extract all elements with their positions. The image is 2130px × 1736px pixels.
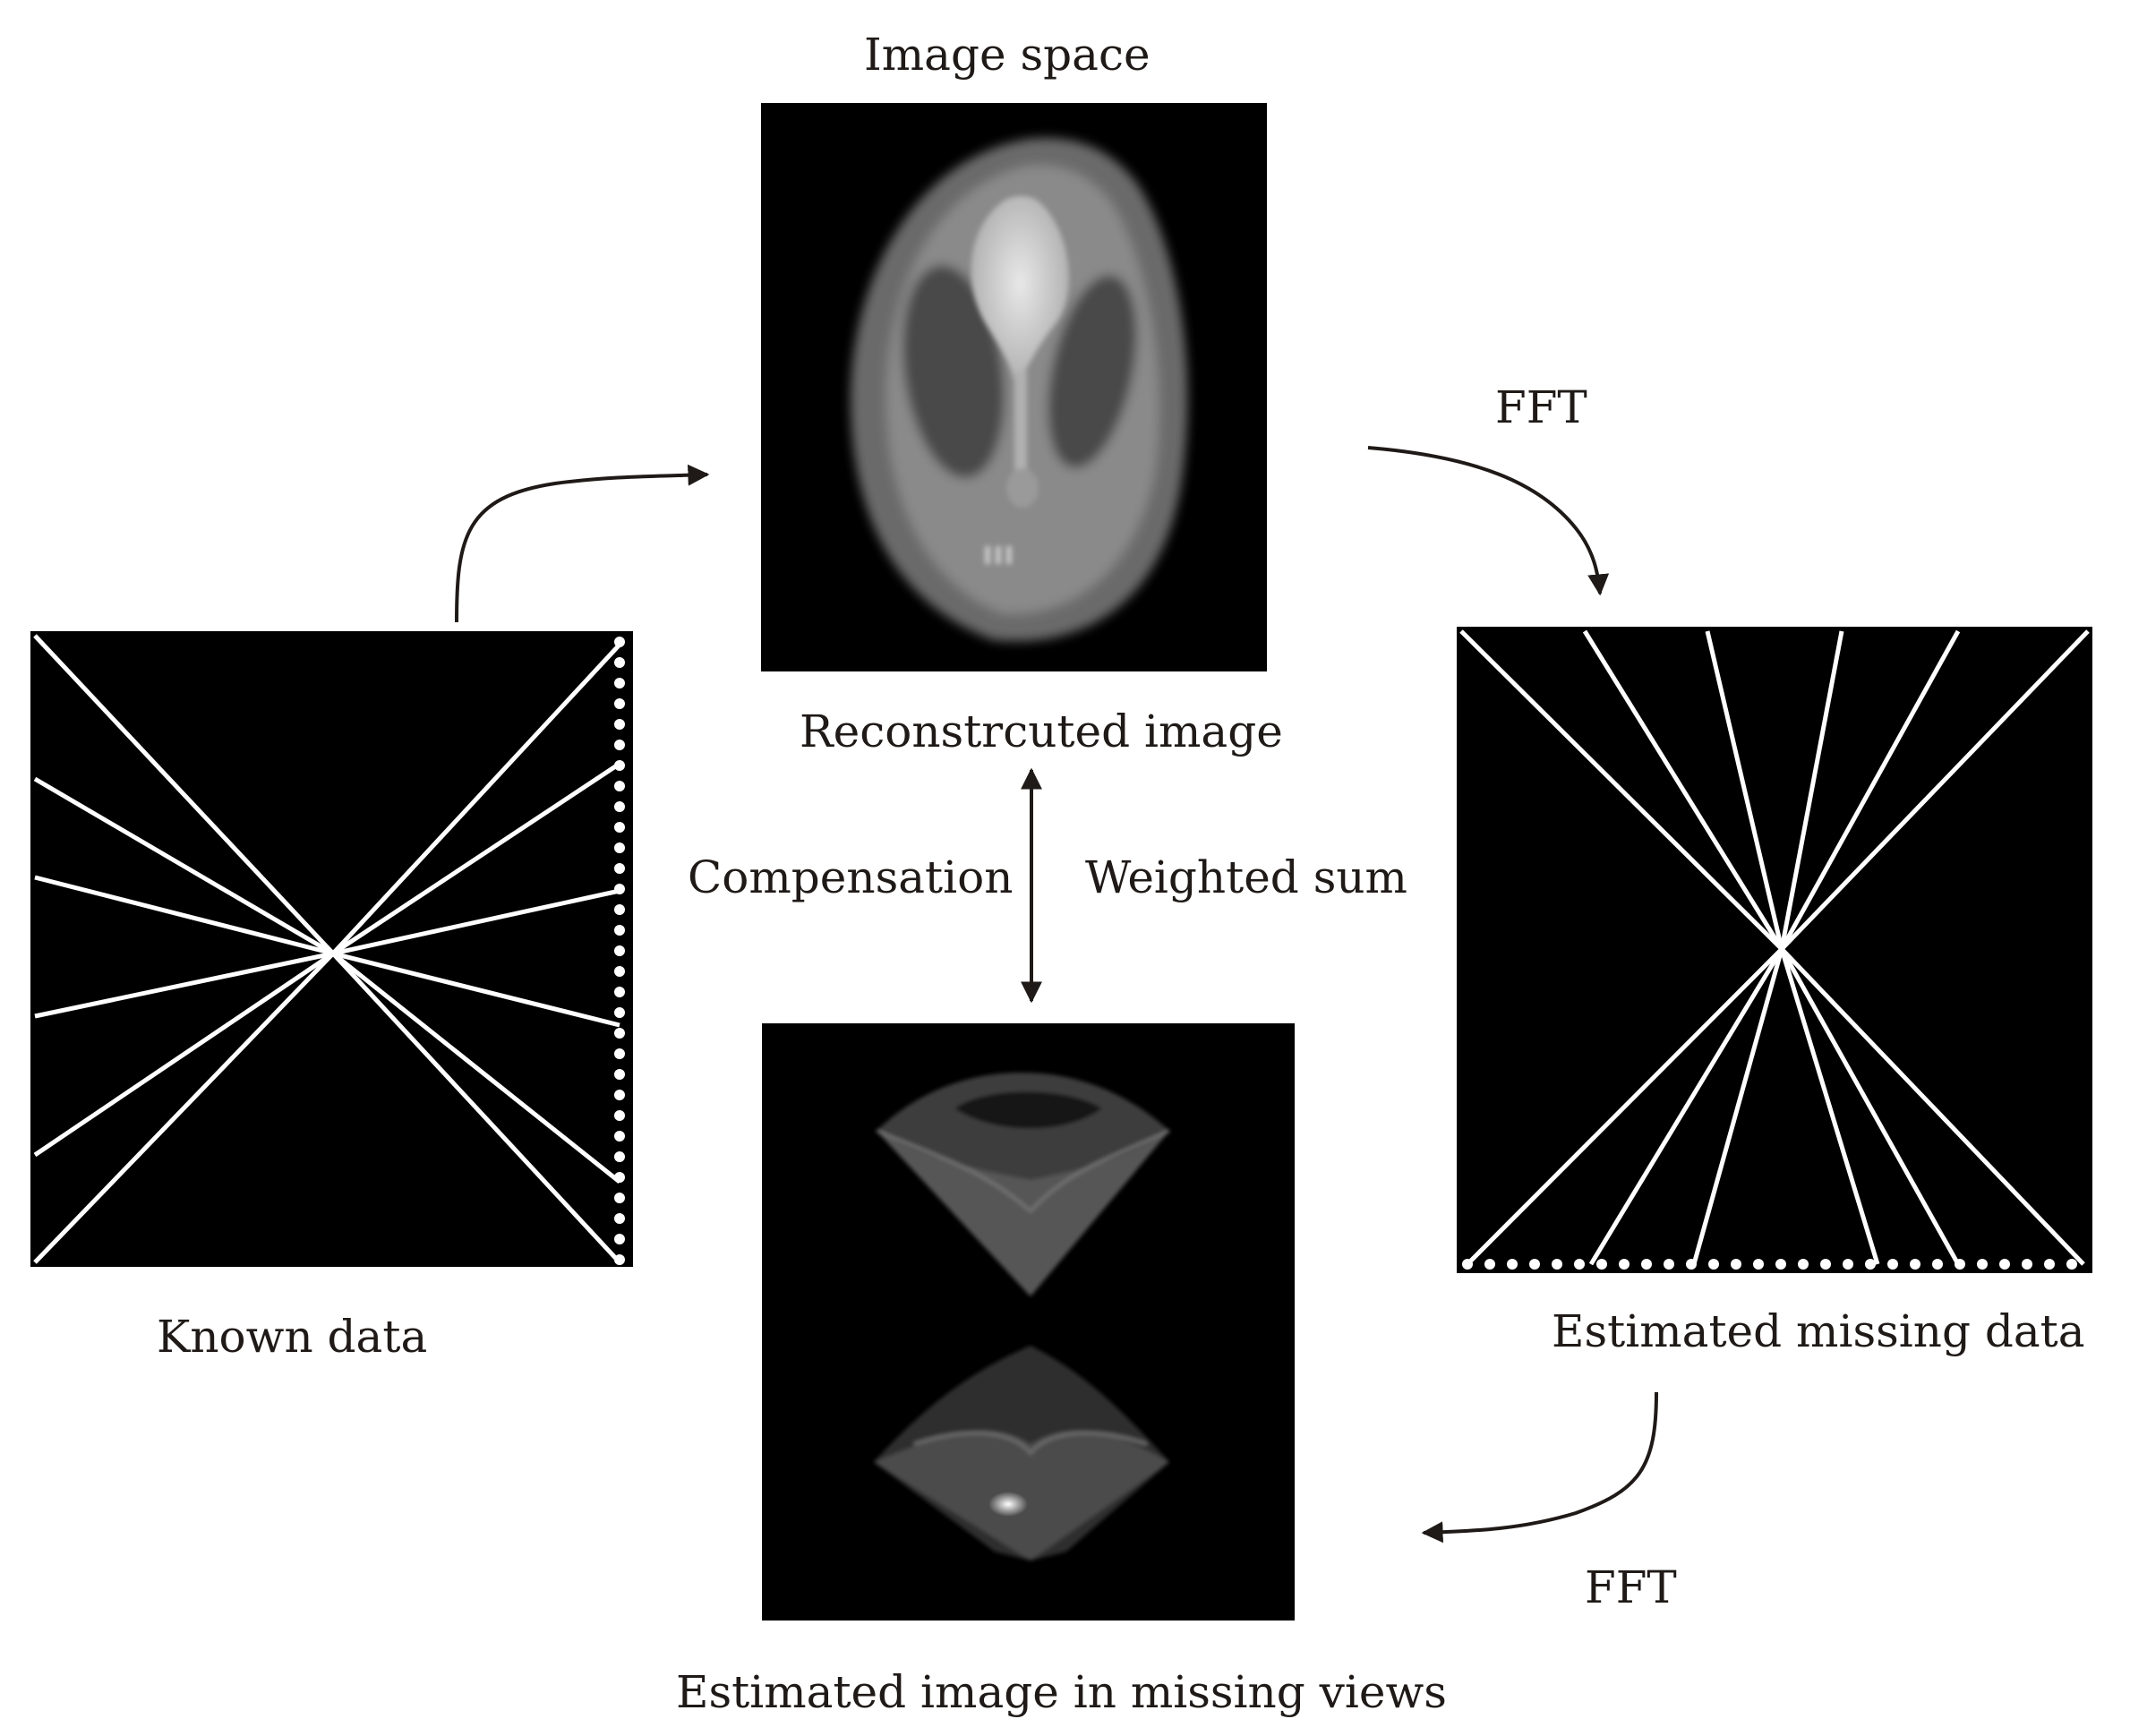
edge-dot — [1955, 1259, 1965, 1270]
edge-dot — [2066, 1259, 2077, 1270]
edge-dot — [614, 904, 625, 915]
edge-dot — [1843, 1259, 1853, 1270]
edge-dot — [1798, 1259, 1809, 1270]
edge-dot — [1574, 1259, 1585, 1270]
edge-dot — [614, 945, 625, 956]
estimated-image-missing-views-label: Estimated image in missing views — [676, 1666, 1447, 1718]
estimated-missing-data-image — [1457, 627, 2092, 1273]
edge-dot — [614, 1131, 625, 1142]
edge-dot — [1708, 1259, 1719, 1270]
weighted-sum-label: Weighted sum — [1085, 851, 1407, 903]
edge-dot — [1999, 1259, 2010, 1270]
edge-dot — [614, 740, 625, 750]
edge-dot — [614, 698, 625, 709]
edge-dot — [1507, 1259, 1518, 1270]
edge-dot — [614, 822, 625, 833]
edge-dot — [1977, 1259, 1988, 1270]
edge-dot — [614, 1213, 625, 1224]
edge-dot — [614, 1172, 625, 1183]
edge-dot — [614, 884, 625, 894]
edge-dot — [1529, 1259, 1540, 1270]
edge-dot — [614, 925, 625, 936]
edge-dot — [1753, 1259, 1764, 1270]
edge-dot — [1596, 1259, 1607, 1270]
edge-dot — [2044, 1259, 2055, 1270]
edge-dot — [614, 781, 625, 791]
edge-dot — [614, 987, 625, 997]
edge-dot — [1910, 1259, 1920, 1270]
edge-dot — [614, 1090, 625, 1100]
compensation-label: Compensation — [688, 851, 1014, 903]
edge-dot — [614, 637, 625, 647]
arrow-known-to-reconstructed — [455, 464, 710, 623]
edge-dot — [1932, 1259, 1943, 1270]
edge-dot — [614, 1007, 625, 1018]
edge-dot — [1462, 1259, 1473, 1270]
edge-dot — [1731, 1259, 1741, 1270]
edge-dot — [1484, 1259, 1495, 1270]
edge-dot — [1865, 1259, 1876, 1270]
edge-dot — [1887, 1259, 1898, 1270]
arrow-fft-bottom — [1421, 1391, 1658, 1544]
edge-dot — [1641, 1259, 1652, 1270]
edge-dot — [614, 1028, 625, 1039]
edge-dot — [614, 801, 625, 812]
fft-bottom-label: FFT — [1585, 1561, 1677, 1613]
edge-dot — [614, 1151, 625, 1162]
edge-dot — [1619, 1259, 1630, 1270]
known-data-label: Known data — [157, 1311, 428, 1363]
edge-dot — [1820, 1259, 1831, 1270]
edge-dot — [1664, 1259, 1674, 1270]
edge-dot — [614, 760, 625, 771]
edge-dot — [614, 657, 625, 668]
estimated-image-missing-views — [762, 1023, 1295, 1621]
edge-dot — [614, 1048, 625, 1059]
fft-top-label: FFT — [1495, 381, 1587, 433]
known-data-image — [30, 631, 633, 1267]
edge-dot — [614, 966, 625, 977]
edge-dot — [614, 842, 625, 853]
known-data-edge-dots — [614, 637, 625, 1265]
edge-dot — [614, 719, 625, 730]
edge-dot — [614, 1234, 625, 1244]
edge-dot — [1775, 1259, 1786, 1270]
image-space-label: Image space — [864, 29, 1151, 81]
edge-dot — [1686, 1259, 1697, 1270]
edge-dot — [614, 863, 625, 874]
edge-dot — [2022, 1259, 2032, 1270]
edge-dot — [614, 1110, 625, 1121]
edge-dot — [614, 678, 625, 688]
reconstructed-image-label: Reconstrcuted image — [800, 706, 1283, 757]
estimated-missing-data-label: Estimated missing data — [1552, 1305, 2085, 1357]
edge-dot — [614, 1069, 625, 1080]
edge-dot — [1552, 1259, 1562, 1270]
edge-dot — [614, 1254, 625, 1265]
reconstructed-image — [761, 103, 1267, 671]
arrow-fft-top — [1367, 446, 1610, 596]
edge-dot — [614, 1193, 625, 1203]
